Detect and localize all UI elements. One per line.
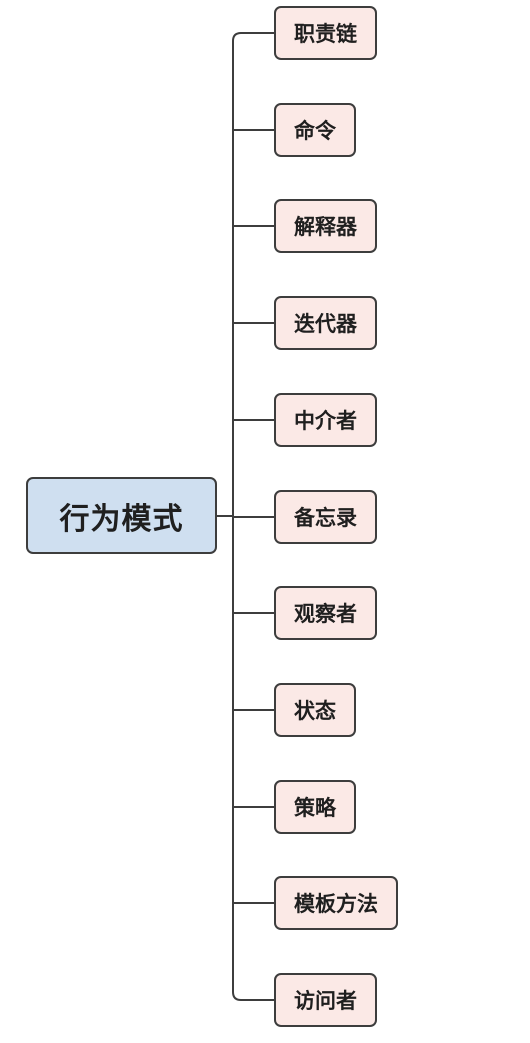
child-node-template-method[interactable]: 模板方法 — [274, 876, 398, 930]
child-node-mediator[interactable]: 中介者 — [274, 393, 377, 447]
child-node-command[interactable]: 命令 — [274, 103, 356, 157]
child-node-memento[interactable]: 备忘录 — [274, 490, 377, 544]
branch-connector-0 — [232, 32, 274, 42]
branch-connector-10 — [232, 991, 274, 1001]
child-node-iterator[interactable]: 迭代器 — [274, 296, 377, 350]
child-node-chain-of-responsibility[interactable]: 职责链 — [274, 6, 377, 60]
child-node-strategy[interactable]: 策略 — [274, 780, 356, 834]
root-node[interactable]: 行为模式 — [26, 477, 217, 554]
child-node-visitor[interactable]: 访问者 — [274, 973, 377, 1027]
child-node-observer[interactable]: 观察者 — [274, 586, 377, 640]
child-node-state[interactable]: 状态 — [274, 683, 356, 737]
child-node-interpreter[interactable]: 解释器 — [274, 199, 377, 253]
